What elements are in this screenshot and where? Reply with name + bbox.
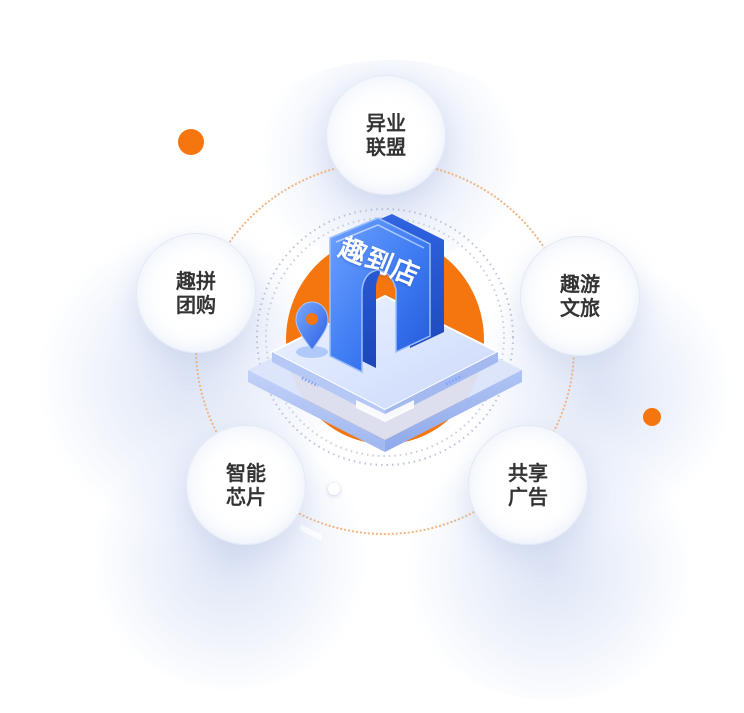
node-label: 智能芯片 (226, 461, 266, 509)
node-yiye-lianmeng[interactable]: 异业联盟 (326, 75, 446, 195)
node-quyou-wenlv[interactable]: 趣游文旅 (520, 236, 640, 356)
node-label: 共享广告 (508, 461, 548, 509)
node-qupin-tuangou[interactable]: 趣拼团购 (136, 233, 256, 353)
node-gongxiang-guanggao[interactable]: 共享广告 (468, 425, 588, 545)
node-label: 异业联盟 (366, 111, 406, 159)
node-label: 趣拼团购 (176, 269, 216, 317)
decor-dot-orange-topleft (178, 129, 204, 155)
decor-dot-orange-right (643, 408, 661, 426)
node-zhineng-xinpian[interactable]: 智能芯片 (186, 425, 306, 545)
node-label: 趣游文旅 (560, 272, 600, 320)
decor-dot-white (328, 483, 340, 495)
